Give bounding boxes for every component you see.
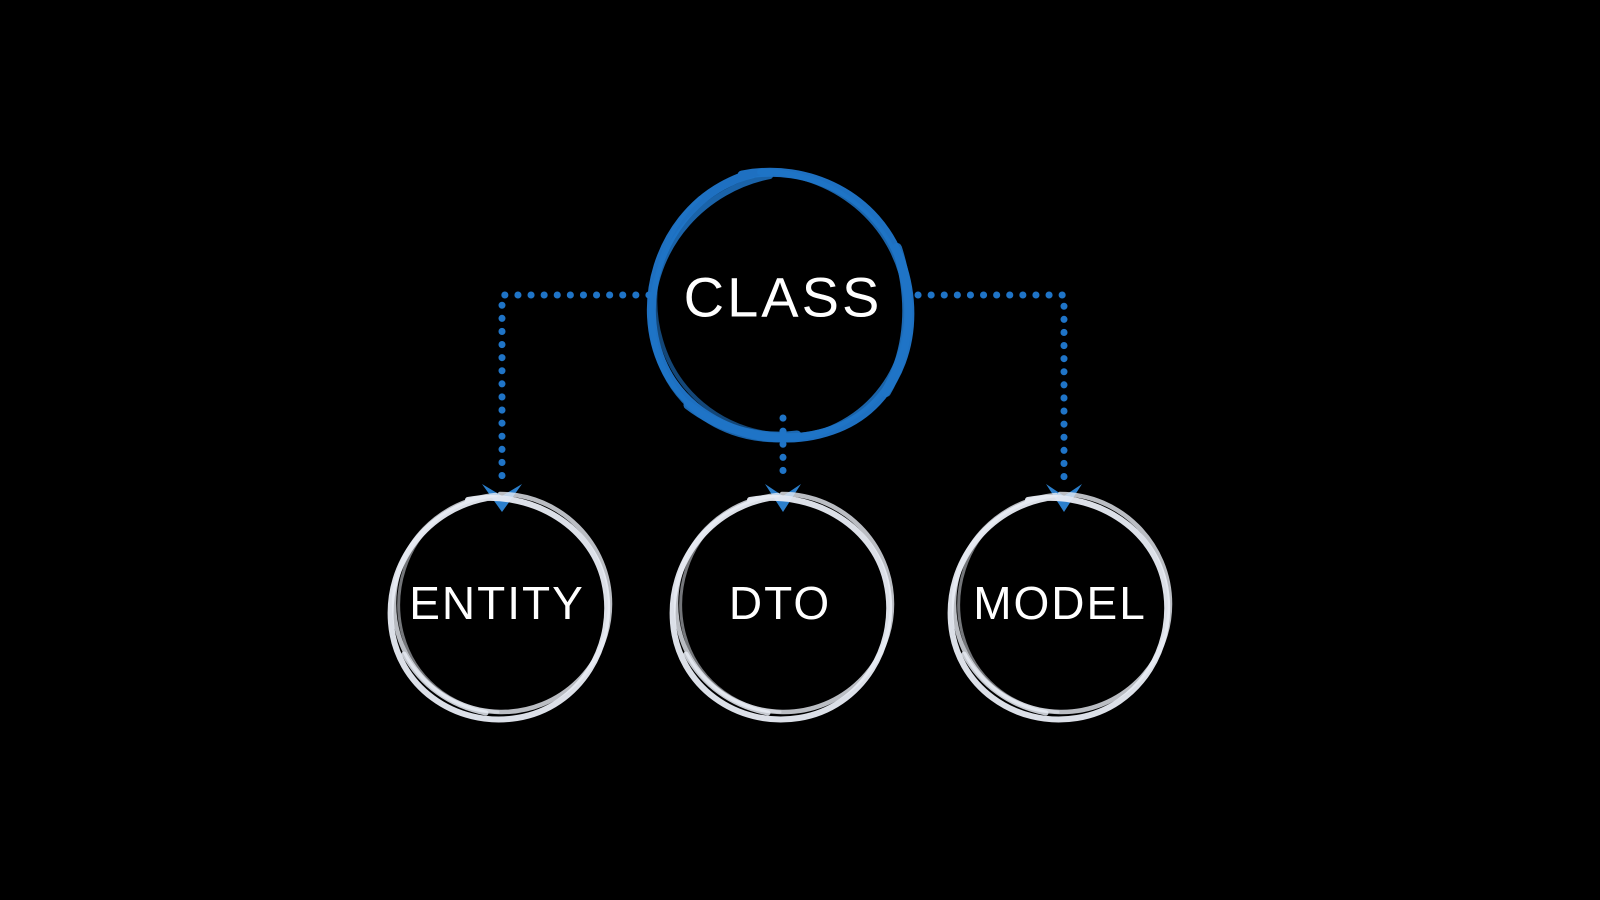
node-class-circle-pass3 [653,196,903,438]
node-entity-label: ENTITY [409,577,585,629]
node-class-label: CLASS [684,266,883,329]
node-class-circle-pass5 [683,400,802,441]
node-class[interactable]: CLASS [646,167,915,443]
node-entity[interactable]: ENTITY [387,491,613,723]
node-class-circle-pass4 [881,243,913,397]
node-dto-label: DTO [729,577,831,629]
node-model[interactable]: MODEL [947,491,1173,723]
connector-class-to-model-path [914,291,1068,487]
node-model-label: MODEL [973,577,1147,629]
node-dto[interactable]: DTO [669,491,895,723]
connector-class-to-model[interactable] [914,291,1082,512]
node-entity-circle-pass2 [391,491,613,715]
node-dto-circle-pass2 [673,491,895,715]
connector-class-to-entity-path [498,291,653,487]
connector-class-to-entity[interactable] [482,291,653,512]
node-dto-circle-pass4 [683,651,771,716]
node-model-circle-pass4 [961,651,1049,716]
node-model-circle-pass2 [951,491,1173,715]
node-entity-circle-pass4 [401,651,489,716]
